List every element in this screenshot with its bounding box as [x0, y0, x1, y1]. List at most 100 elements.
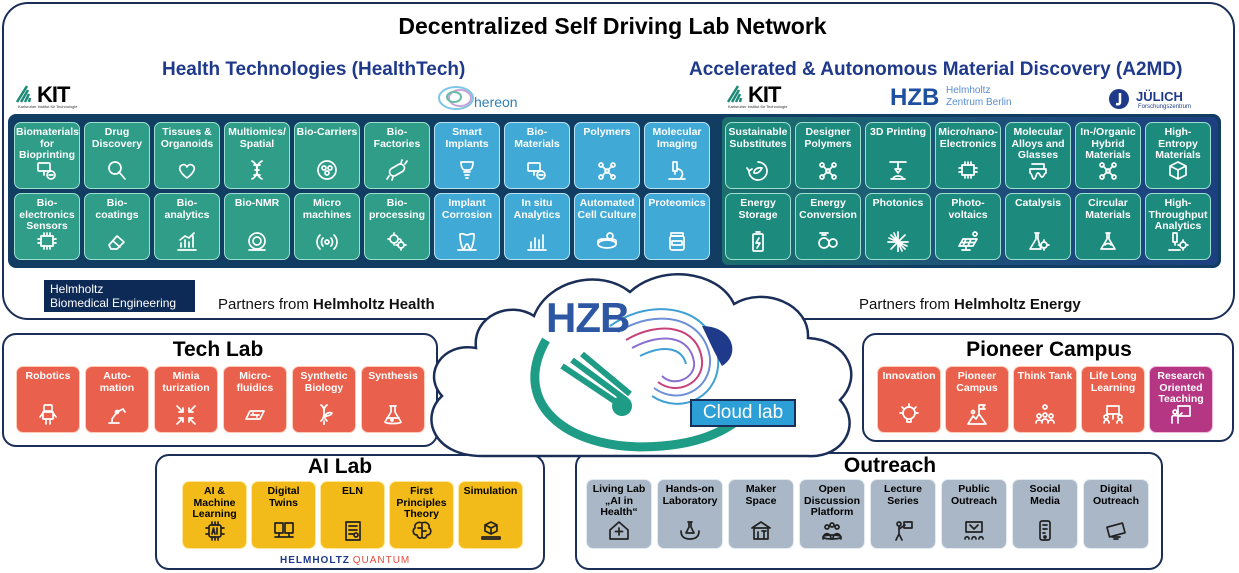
- microfluidic-chip-icon: [242, 403, 268, 425]
- tile-digital-twins: Digital Twins: [251, 481, 316, 549]
- hbe-logo-line2: Biomedical Engineering: [50, 296, 177, 310]
- outreach-title: Outreach: [843, 454, 937, 477]
- hzb-logo-sub2: Zentrum Berlin: [946, 97, 1012, 108]
- dna-icon: [244, 159, 270, 181]
- phone-icon: [1039, 520, 1051, 541]
- battery-icon: [752, 231, 764, 252]
- tile-bio-carriers: Bio-Carriers: [294, 122, 360, 189]
- tile-ai-machine-learning: AI & Machine Learning: [182, 481, 247, 549]
- flask-icon: [384, 405, 402, 425]
- microscope-icon: [668, 161, 686, 180]
- tile-high-throughput-analytics: High-Throughput Analytics: [1145, 193, 1211, 260]
- lecture-icon: [1103, 405, 1123, 424]
- chart-icon: [174, 230, 200, 252]
- robot-arm-icon: [108, 408, 126, 424]
- petri-dish-icon: [594, 230, 620, 252]
- dna-plant-icon: [311, 403, 337, 425]
- tile-maker-space: Maker Space: [728, 479, 794, 549]
- tile-label: Robotics: [25, 370, 71, 382]
- eraser-icon: [108, 235, 125, 250]
- ai-chip-icon: [204, 521, 225, 541]
- tile-label: Simulation: [463, 485, 518, 497]
- tile-bio-materials: Bio-Materials: [504, 122, 570, 189]
- tile-label: ELN: [342, 485, 363, 497]
- scanner-icon: [248, 232, 266, 251]
- cloud-shape: [430, 273, 853, 458]
- helmholtz-quantum-logo: HELMHOLTZ QUANTUM: [280, 555, 410, 566]
- tile-in-situ-analytics: In situ Analytics: [504, 193, 570, 260]
- tile-label: Digital Outreach: [1092, 483, 1140, 507]
- tile-label: Living Lab „AI in Health“: [592, 483, 646, 518]
- tile-simulation: Simulation: [458, 481, 523, 549]
- ai-chip-icon: [202, 519, 228, 541]
- signal-icon: [316, 234, 338, 250]
- brain-icon: [409, 519, 435, 541]
- flask-icon: [380, 403, 406, 425]
- flask-gear-icon: [1029, 232, 1050, 251]
- tile-label: In-/Organic Hybrid Materials: [1080, 126, 1136, 161]
- tile-designer-polymers: Designer Polymers: [795, 122, 861, 189]
- tile-bio-analytics: Bio-analytics: [154, 193, 220, 260]
- tile-label: Digital Twins: [267, 485, 300, 509]
- lecture-icon: [1100, 403, 1126, 425]
- cloud-lab-label: Cloud lab: [702, 402, 784, 423]
- lightbulb-icon: [899, 403, 919, 423]
- robot-icon: [39, 404, 57, 425]
- tile-label: Tissues & Organoids: [160, 126, 214, 150]
- tile-label: Polymers: [583, 126, 631, 138]
- chip-icon: [955, 159, 981, 181]
- tile-label: Minia turization: [162, 370, 210, 394]
- tile-high-entropy-materials: High-Entropy Materials: [1145, 122, 1211, 189]
- tile-label: AI & Machine Learning: [192, 485, 237, 520]
- printer-3d-icon: [889, 161, 907, 180]
- tile-label: Bio-Carriers: [296, 126, 358, 138]
- hbe-logo-line1: Helmholtz: [50, 282, 104, 296]
- kit-logo-subtext: Karlsruher Institut für Technologie: [18, 104, 78, 109]
- tile-bio-nmr: Bio-NMR: [224, 193, 290, 260]
- bioprinting-icon: [34, 159, 60, 181]
- tile-label: Synthetic Biology: [300, 370, 348, 394]
- printer-3d-icon: [885, 159, 911, 181]
- tile-bio-coatings: Bio-coatings: [84, 193, 150, 260]
- bar-chart-icon: [524, 230, 550, 252]
- notebook-icon: [344, 521, 361, 541]
- tile-label: Micro-fluidics: [236, 370, 274, 394]
- medical-house-icon: [606, 519, 632, 541]
- tile-synthetic-biology: Synthetic Biology: [292, 366, 356, 433]
- cloud-hzb-text: HZB: [546, 294, 630, 341]
- gears-icon: [387, 232, 407, 251]
- tooth-implant-icon: [460, 161, 474, 179]
- twins-icon: [271, 519, 297, 541]
- tile-label: Think Tank: [1017, 370, 1073, 382]
- tile-living-lab-ai-in-health: Living Lab „AI in Health“: [586, 479, 652, 549]
- melting-icon: [1029, 163, 1047, 180]
- tile-hands-on-laboratory: Hands-on Laboratory: [657, 479, 723, 549]
- juelich-emblem-icon: [1109, 89, 1129, 109]
- tile-multiomics-spatial: Multiomics/ Spatial: [224, 122, 290, 189]
- tile-label: Photo-voltaics: [948, 197, 988, 221]
- hzb-fan-icon: [560, 351, 632, 409]
- tile-micro-machines: Micro machines: [294, 193, 360, 260]
- chart-icon: [177, 232, 197, 251]
- flag-climber-icon: [967, 404, 987, 425]
- tech-lab-title: Tech Lab: [172, 338, 264, 361]
- tile-minia-turization: Minia turization: [154, 366, 218, 433]
- tooth-icon: [457, 232, 477, 251]
- tile-think-tank: Think Tank: [1013, 366, 1077, 433]
- gears-icon: [384, 230, 410, 252]
- kit-logo-subtext: Karlsruher Institut für Technologie: [728, 104, 788, 109]
- ai-lab-title: AI Lab: [307, 455, 373, 478]
- partners-health-prefix: Partners from: [218, 296, 314, 313]
- molecule-icon: [1095, 159, 1121, 181]
- team-idea-icon: [1035, 404, 1055, 424]
- kit-logo-text: KIT: [37, 82, 70, 107]
- melting-icon: [1025, 159, 1051, 181]
- tile-label: Energy Conversion: [799, 197, 857, 221]
- partners-energy: Partners from Helmholtz Energy: [859, 296, 1081, 313]
- teacher-icon: [1168, 403, 1194, 425]
- tile-label: Micro machines: [302, 197, 352, 221]
- tile-catalysis: Catalysis: [1005, 193, 1071, 260]
- tile-label: Proteomics: [648, 197, 706, 209]
- molecule-icon: [819, 162, 837, 180]
- tile-innovation: Innovation: [877, 366, 941, 433]
